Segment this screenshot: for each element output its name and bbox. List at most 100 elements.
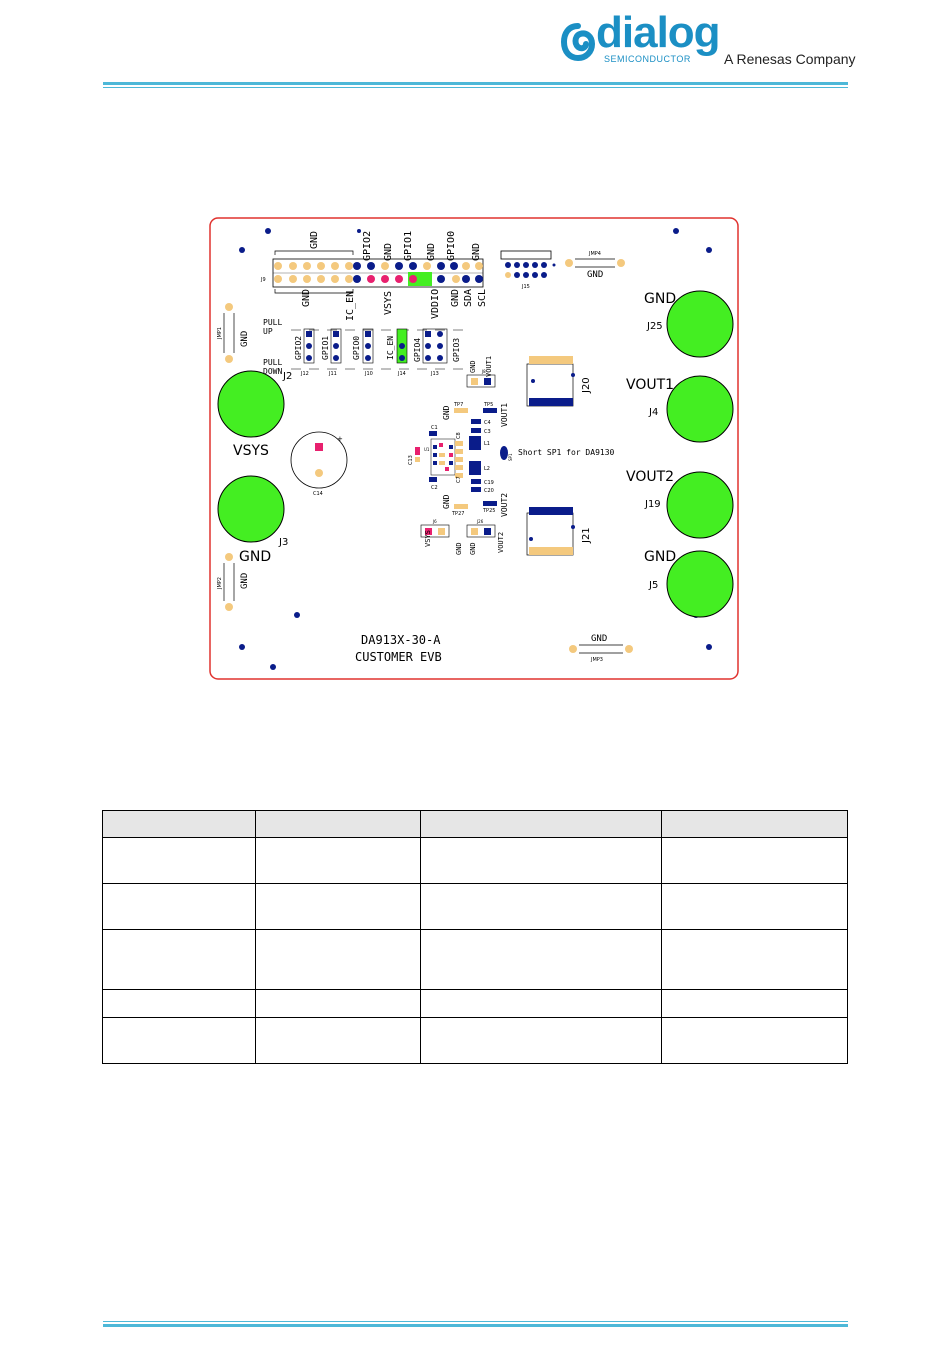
svg-text:J13: J13 xyxy=(430,371,439,377)
svg-text:J4: J4 xyxy=(648,407,658,418)
label-gpio1-top: GPIO1 xyxy=(403,231,414,261)
svg-text:GND: GND xyxy=(469,360,477,373)
svg-text:C13: C13 xyxy=(408,455,414,465)
svg-text:J8: J8 xyxy=(481,369,486,374)
svg-text:TP5: TP5 xyxy=(483,402,493,408)
svg-text:J10: J10 xyxy=(364,371,373,377)
svg-text:VSYS: VSYS xyxy=(424,530,432,547)
header-rule-thick xyxy=(103,82,848,85)
svg-text:JMP3: JMP3 xyxy=(590,657,603,663)
jumper-block-gpio: PULL UP PULL DOWN J2 GPIO2 J12 GPIO1 J11… xyxy=(263,318,471,382)
svg-text:GND: GND xyxy=(442,405,451,420)
label-scl: SCL xyxy=(477,289,488,307)
label-sda: SDA xyxy=(463,289,474,307)
svg-text:C3: C3 xyxy=(484,429,491,435)
table-row xyxy=(102,837,848,884)
svg-text:GND: GND xyxy=(591,634,607,644)
svg-text:C19: C19 xyxy=(484,480,494,486)
jumper-jmp2: JMP2 GND xyxy=(217,553,250,611)
svg-text:C20: C20 xyxy=(484,488,494,494)
svg-text:L2: L2 xyxy=(484,466,490,472)
svg-text:+: + xyxy=(337,435,343,443)
svg-text:VOUT2: VOUT2 xyxy=(500,493,509,517)
svg-text:SP1: SP1 xyxy=(508,453,513,461)
label-gnd-top: GND xyxy=(309,231,320,249)
label-vddio: VDDIO xyxy=(430,289,441,319)
svg-text:J25: J25 xyxy=(646,321,663,332)
header-rule-thin xyxy=(103,87,848,88)
svg-text:J19: J19 xyxy=(644,499,661,510)
table-row xyxy=(102,989,848,1018)
svg-text:TP7: TP7 xyxy=(453,402,463,408)
footer-rule-thin xyxy=(103,1321,848,1322)
svg-text:L1: L1 xyxy=(484,441,490,447)
dialog-logo: dialog SEMICONDUCTOR A Renesas Company xyxy=(556,8,856,74)
svg-text:JMP1: JMP1 xyxy=(217,327,223,340)
table-row xyxy=(102,929,848,990)
svg-text:VOUT1: VOUT1 xyxy=(626,377,674,393)
svg-text:JMP2: JMP2 xyxy=(217,577,223,590)
label-j15: J15 xyxy=(521,284,530,290)
table-header-cell xyxy=(102,810,256,838)
specification-table xyxy=(102,810,848,1064)
terminal-j3 xyxy=(217,475,285,543)
terminal-vsys xyxy=(217,370,285,438)
terminal-j4: VOUT1 J4 xyxy=(626,375,734,443)
table-row xyxy=(102,883,848,930)
svg-text:TP27: TP27 xyxy=(451,511,464,517)
svg-text:GPIO2: GPIO2 xyxy=(294,336,303,360)
table-header-cell xyxy=(254,810,421,838)
svg-text:GND: GND xyxy=(455,542,463,555)
svg-text:GPIO0: GPIO0 xyxy=(352,336,361,360)
svg-text:GND: GND xyxy=(469,542,477,555)
svg-text:VOUT1: VOUT1 xyxy=(485,356,493,377)
svg-text:C4: C4 xyxy=(484,420,491,426)
svg-text:GPIO3: GPIO3 xyxy=(452,338,461,362)
center-circuit: GND VOUT1 J8 TP7 GND TP5 VOUT1 C1 C13 U1… xyxy=(408,356,615,555)
logo-subtitle: SEMICONDUCTOR xyxy=(604,54,691,64)
jumper-jmp1: JMP1 GND xyxy=(217,303,250,363)
label-short-sp1: Short SP1 for DA9130 xyxy=(518,448,615,457)
svg-text:C8: C8 xyxy=(456,432,462,439)
board-title: DA913X-30-A xyxy=(361,633,441,647)
logo-wordmark: dialog xyxy=(596,8,721,57)
terminal-j5: GND J5 xyxy=(644,549,734,618)
svg-text:JMP4: JMP4 xyxy=(588,251,601,257)
connector-j20: J20 xyxy=(526,356,592,407)
svg-text:J2: J2 xyxy=(282,371,292,382)
svg-text:GND: GND xyxy=(587,270,603,280)
svg-text:DOWN: DOWN xyxy=(263,367,282,376)
header-j9 xyxy=(272,258,484,288)
connector-j21: J21 xyxy=(526,507,592,556)
label-gnd-j9-a: GND xyxy=(383,243,394,261)
table-header-cell xyxy=(419,810,663,838)
jumper-jmp4: JMP4 GND xyxy=(565,251,625,280)
label-gnd-j9-c: GND xyxy=(471,243,482,261)
svg-text:C2: C2 xyxy=(431,485,438,491)
svg-text:TP25: TP25 xyxy=(482,508,495,514)
terminal-j19: VOUT2 J19 xyxy=(626,469,734,539)
svg-text:GND: GND xyxy=(239,549,271,565)
logo-tagline: A Renesas Company xyxy=(724,51,856,67)
connector-j15: J15 xyxy=(500,250,556,290)
svg-text:PULL: PULL xyxy=(263,318,282,327)
label-gnd-j9-d: GND xyxy=(450,289,461,307)
capacitor-c14: + C14 xyxy=(290,431,348,497)
footer-rule-thick xyxy=(103,1324,848,1327)
svg-text:GND: GND xyxy=(442,494,451,509)
label-gnd-j9-b: GND xyxy=(426,243,437,261)
svg-text:VOUT2: VOUT2 xyxy=(497,532,505,553)
svg-text:GND: GND xyxy=(240,573,250,589)
svg-text:C7: C7 xyxy=(456,476,462,483)
svg-text:J21: J21 xyxy=(581,527,592,544)
svg-text:J3: J3 xyxy=(278,537,288,548)
svg-text:GPIO4: GPIO4 xyxy=(413,338,422,362)
svg-text:J20: J20 xyxy=(581,377,592,394)
board-subtitle: CUSTOMER EVB xyxy=(355,650,442,664)
svg-text:J12: J12 xyxy=(300,371,309,377)
svg-text:U1: U1 xyxy=(424,447,430,452)
svg-text:J5: J5 xyxy=(648,580,658,591)
jumper-jmp3: GND JMP3 xyxy=(569,634,633,663)
terminal-j25: GND J25 xyxy=(644,290,734,358)
svg-text:VOUT1: VOUT1 xyxy=(500,403,509,427)
